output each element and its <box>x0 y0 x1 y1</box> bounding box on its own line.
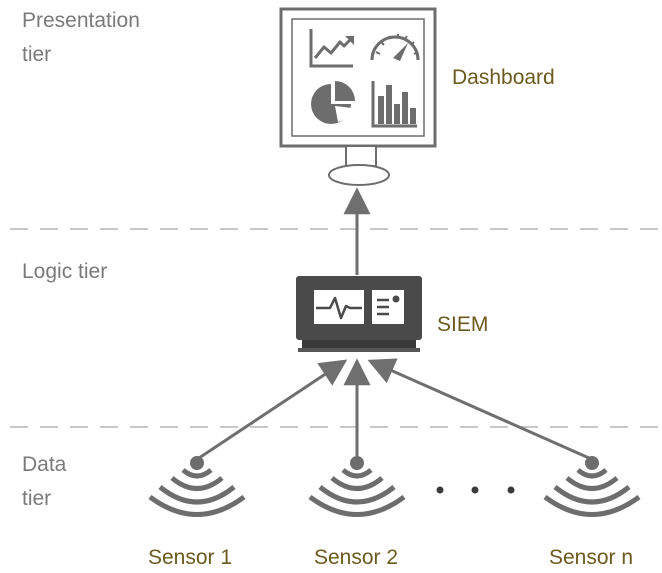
tier-label-presentation-line1: Presentation <box>22 9 140 32</box>
sensor-1-icon <box>148 456 246 517</box>
tier-label-logic-line1: Logic tier <box>22 260 108 283</box>
sensor-1-label: Sensor 1 <box>147 546 233 569</box>
bar-chart-icon <box>371 81 417 128</box>
tier-label-presentation-line2: tier <box>22 43 52 66</box>
arrow-sensorn-to-siem <box>367 358 590 460</box>
sensor-n-label: Sensor n <box>548 546 634 569</box>
gauge-icon <box>370 34 420 61</box>
dashboard-monitor-icon <box>279 7 437 186</box>
sensor-2-icon <box>308 456 406 517</box>
tier-label-data: Data tier <box>22 448 66 516</box>
tier-label-logic: Logic tier <box>22 255 107 289</box>
ellipsis-dots <box>436 486 515 494</box>
siem-appliance-icon <box>296 276 422 352</box>
pie-chart-icon <box>311 81 355 124</box>
siem-label: SIEM <box>437 313 489 336</box>
tier-label-presentation: Presentation tier <box>22 4 140 72</box>
dashboard-label: Dashboard <box>452 66 555 89</box>
sensor-2-label: Sensor 2 <box>313 546 399 569</box>
sensor-n-icon <box>543 456 641 517</box>
line-chart-icon <box>309 29 354 68</box>
tier-label-data-line1: Data <box>22 453 67 476</box>
arrow-sensor1-to-siem <box>198 359 348 460</box>
tier-label-data-line2: tier <box>22 487 52 510</box>
